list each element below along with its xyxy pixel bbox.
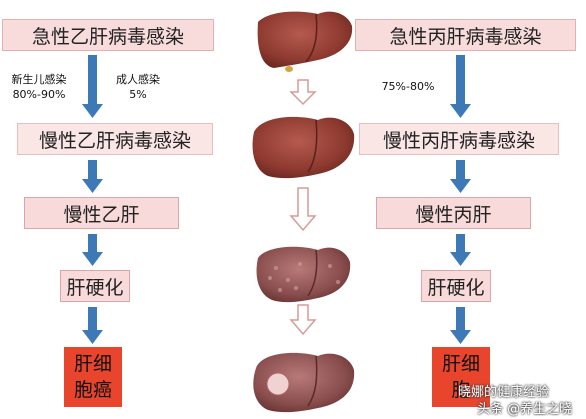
left-note-adult-value: 5% xyxy=(129,88,147,101)
liver-healthy-icon xyxy=(257,11,353,72)
right-acute-label: 急性丙肝病毒感染 xyxy=(389,25,542,48)
center-arrow-2 xyxy=(289,187,317,232)
left-arrow-4 xyxy=(82,307,103,344)
left-acute-label: 急性乙肝病毒感染 xyxy=(31,25,184,48)
center-arrow-1 xyxy=(289,79,317,106)
right-arrow-2 xyxy=(450,160,471,193)
right-cancer-line2: 胞 xyxy=(451,379,471,401)
right-cirrhosis-box: 肝硬化 xyxy=(421,270,491,302)
left-acute-box: 急性乙肝病毒感染 xyxy=(2,19,214,51)
right-arrow-3 xyxy=(450,234,471,266)
left-arrow-2 xyxy=(82,160,103,193)
left-note-adult: 成人感染 5% xyxy=(108,72,168,102)
left-chronic-infection-box: 慢性乙肝病毒感染 xyxy=(17,123,213,155)
liver-cirrhosis-icon xyxy=(256,246,351,303)
liver-cancer-icon xyxy=(253,352,355,413)
right-cancer-line1: 肝细 xyxy=(441,353,480,375)
left-chronic-infection-label: 慢性乙肝病毒感染 xyxy=(38,129,191,152)
right-chronic-label: 慢性丙肝 xyxy=(415,203,492,226)
right-cancer-box: 肝细 胞 xyxy=(432,347,490,407)
watermark-line1: 晓娜的健康经验 xyxy=(458,385,550,400)
liver-chronic-icon xyxy=(252,116,355,179)
center-arrow-3 xyxy=(289,304,317,336)
left-cancer-line1: 肝细 xyxy=(73,353,112,375)
left-chronic-box: 慢性乙肝 xyxy=(24,197,179,229)
right-chronic-box: 慢性丙肝 xyxy=(376,197,531,229)
left-cirrhosis-label: 肝硬化 xyxy=(66,276,124,299)
left-cirrhosis-box: 肝硬化 xyxy=(60,270,130,302)
left-cancer-box: 肝细 胞癌 xyxy=(64,347,122,407)
right-arrow-1 xyxy=(450,55,471,118)
right-cirrhosis-label: 肝硬化 xyxy=(427,276,485,299)
left-note-newborn-value: 80%-90% xyxy=(12,88,66,101)
right-acute-box: 急性丙肝病毒感染 xyxy=(355,19,576,51)
right-note-rate: 75%-80% xyxy=(378,79,438,94)
right-chronic-infection-label: 慢性丙肝病毒感染 xyxy=(382,129,535,152)
watermark-line2: 头条 @养生之晓 xyxy=(477,402,573,417)
right-note-rate-value: 75%-80% xyxy=(381,80,435,93)
left-note-newborn-title: 新生儿感染 xyxy=(11,73,67,86)
left-note-adult-title: 成人感染 xyxy=(116,73,160,86)
left-arrow-1 xyxy=(82,55,103,118)
right-chronic-infection-box: 慢性丙肝病毒感染 xyxy=(359,123,559,155)
left-cancer-line2: 胞癌 xyxy=(73,379,112,401)
right-arrow-4 xyxy=(450,307,471,344)
left-note-newborn: 新生儿感染 80%-90% xyxy=(4,72,74,102)
left-arrow-3 xyxy=(82,234,103,266)
left-chronic-label: 慢性乙肝 xyxy=(63,203,140,226)
